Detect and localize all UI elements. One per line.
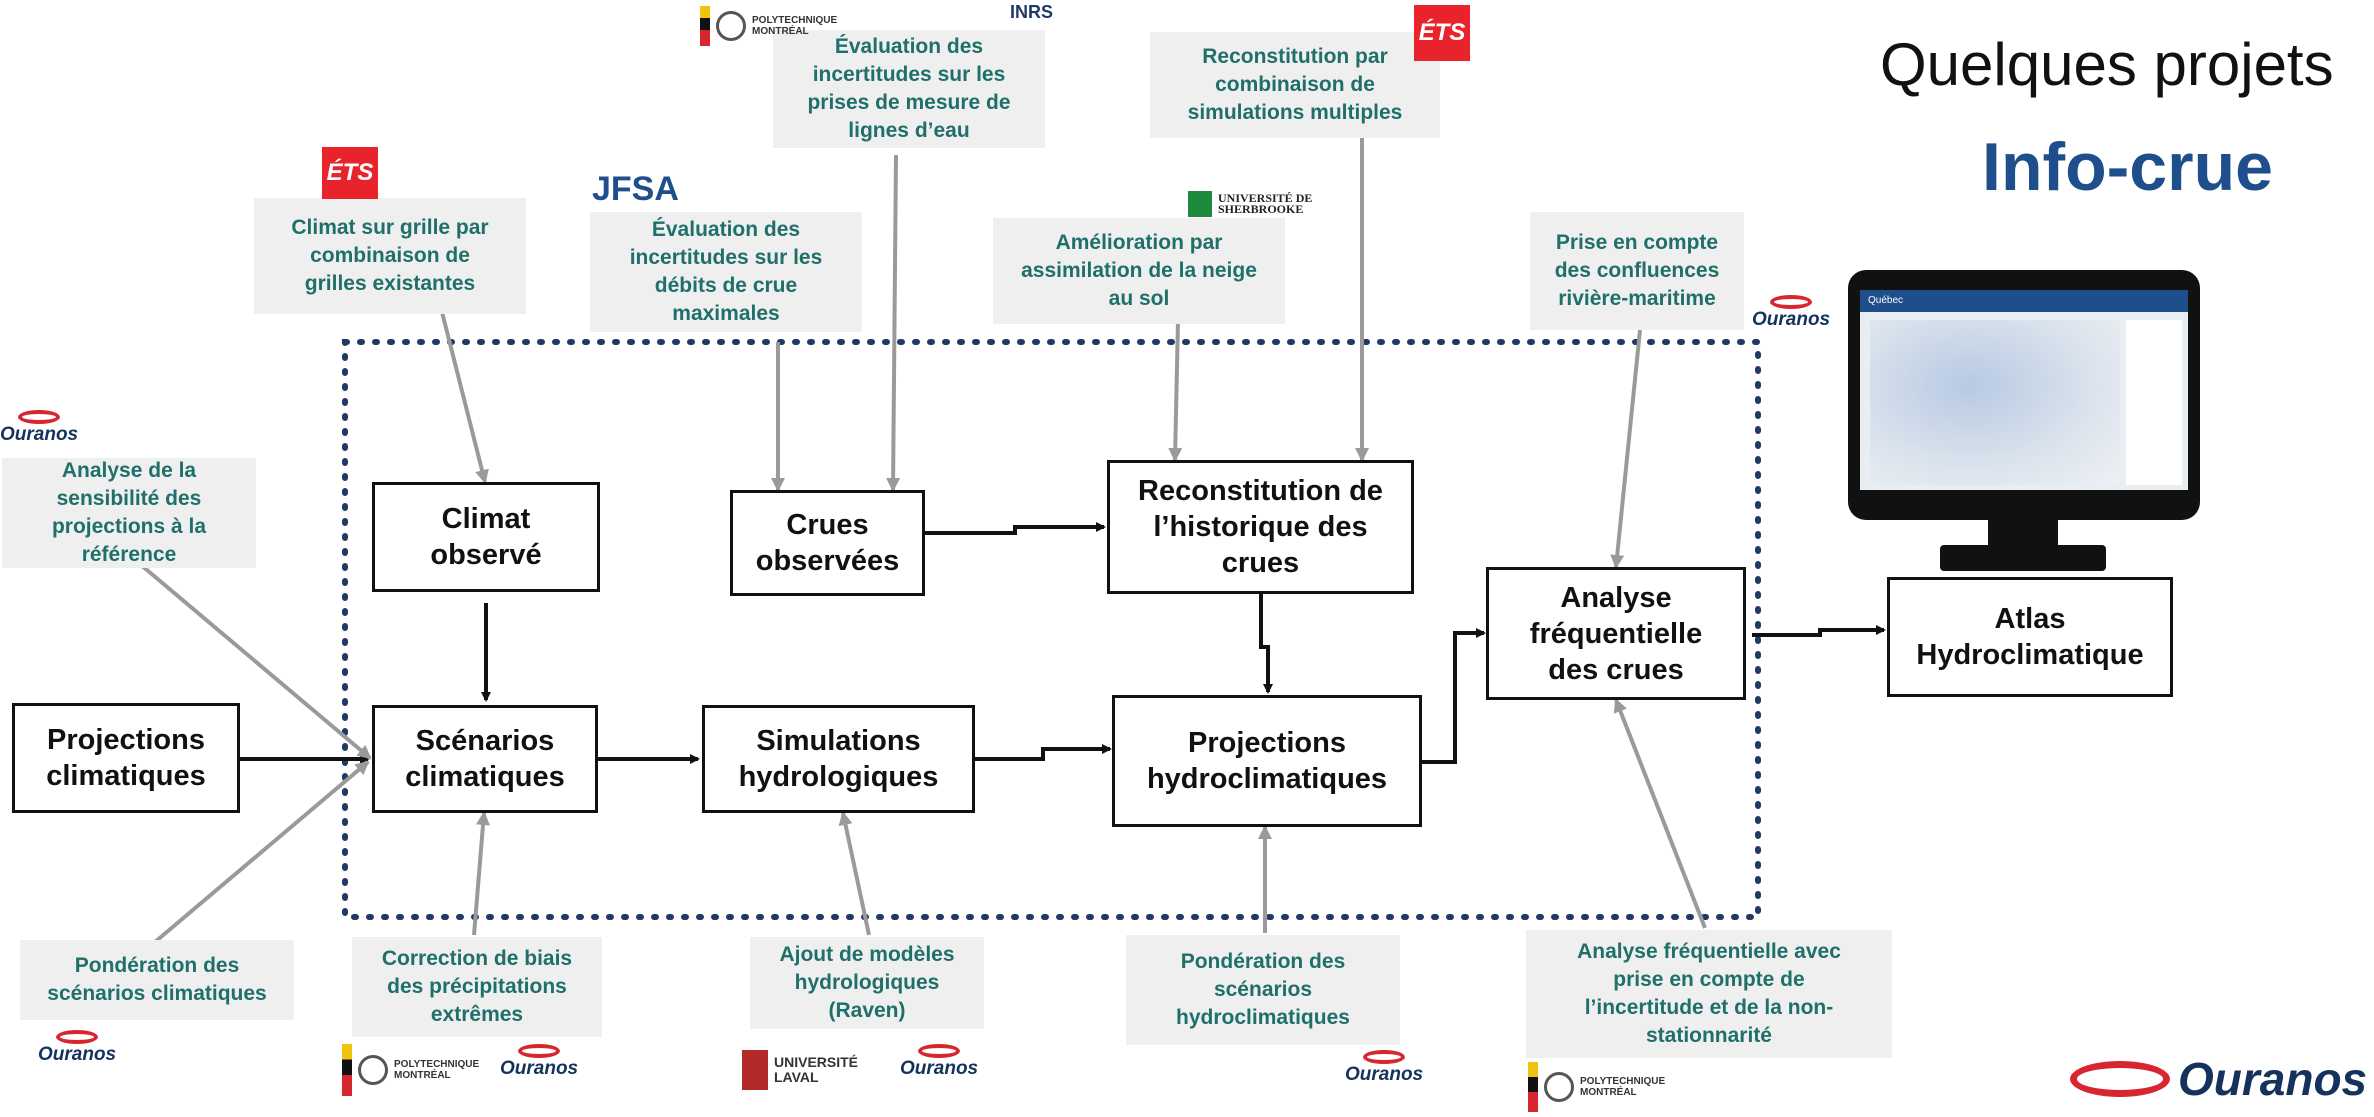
ouranos-logo: Ouranos [1752,295,1830,331]
ouranos-swoosh-icon [518,1044,561,1058]
polytechnique-logo: POLYTECHNIQUE MONTRÉAL [342,1044,479,1096]
polytechnique-seal-icon [358,1055,388,1085]
box-atlas-hydroclimatique: Atlas Hydroclimatique [1887,577,2173,697]
arrow-reconstitution-to-projections [1259,594,1273,694]
box-climat-observe: Climat observé [372,482,600,592]
infocrue-logo: Info-crue [1982,129,2273,205]
gray-arrow-correction-biais [472,811,490,936]
note-eval-debits: Évaluation des incertitudes sur les débi… [590,212,862,332]
box-reconstitution: Reconstitution de l’historique des crues [1107,460,1414,594]
gray-arrow-analyse-non-stationnarite [1613,698,1707,929]
box-projections-climatiques: Projections climatiques [12,703,240,813]
ets-logo: ÉTS [1414,5,1470,61]
ouranos-logo-large: Ouranos [2070,1052,2367,1106]
ouranos-swoosh-icon [18,410,61,424]
box-crues-observees: Crues observées [730,490,925,596]
polytechnique-stripes-icon [700,6,710,46]
gray-arrow-climat-grille [440,311,489,484]
screen-header: Québec [1860,290,2188,312]
screen-map [1870,320,2120,485]
box-scenarios-climatiques: Scénarios climatiques [372,705,598,813]
note-amelioration-neige: Amélioration par assimilation de la neig… [993,218,1285,324]
ouranos-logo: Ouranos [900,1044,978,1080]
arrow-simulations-to-projections [975,744,1112,761]
ouranos-swoosh-icon [2070,1061,2170,1097]
arrow-analyse-to-atlas [1752,625,1886,637]
polytechnique-stripes-icon [342,1044,352,1096]
arrow-crues-to-reconstitution [925,522,1106,535]
sherbrooke-emblem-icon [1188,191,1212,217]
note-climat-grille: Climat sur grille par combinaison de gri… [254,198,526,314]
study-boundary [342,339,1761,920]
polytechnique-logo: POLYTECHNIQUE MONTRÉAL [1528,1062,1665,1112]
note-reconstitution-multi: Reconstitution par combinaison de simula… [1150,32,1440,138]
note-correction-biais: Correction de biais des précipitations e… [352,937,602,1037]
ets-logo: ÉTS [322,147,378,199]
monitor-stand-neck [1988,520,2058,548]
gray-arrow-confluences [1610,329,1642,569]
note-ponderation-climatiques: Pondération des scénarios climatiques [20,940,294,1020]
polytechnique-logo: POLYTECHNIQUE MONTRÉAL [700,6,837,46]
polytechnique-seal-icon [1544,1072,1574,1102]
page-title: Quelques projets [1880,31,2334,98]
note-ajout-modeles: Ajout de modèles hydrologiques (Raven) [750,937,984,1029]
atlas-screen-preview: Québec [1860,290,2188,490]
gray-arrow-sensibilite [126,552,372,760]
ouranos-swoosh-icon [56,1030,99,1044]
gray-arrow-ajout-modeles [838,811,871,936]
box-projections-hydroclimatiques: Projections hydroclimatiques [1112,695,1422,827]
gray-arrow-ponderation-climatiques [153,760,370,944]
gray-arrow-eval-lignes [886,154,901,492]
ouranos-logo: Ouranos [1345,1050,1423,1086]
ouranos-swoosh-icon [1770,295,1813,309]
inrs-logo: INRS [1010,2,1054,22]
ouranos-swoosh-icon [1363,1050,1406,1064]
note-sensibilite: Analyse de la sensibilité des projection… [2,458,256,568]
note-ponderation-hydro: Pondération des scénarios hydroclimatiqu… [1126,935,1400,1045]
note-eval-lignes-eau: Évaluation des incertitudes sur les pris… [773,30,1045,148]
monitor-stand-base [1940,545,2106,571]
polytechnique-seal-icon [716,11,746,41]
laval-logo: UNIVERSITÉ LAVAL [742,1048,858,1092]
ouranos-logo: Ouranos [38,1030,116,1066]
box-analyse-frequentielle: Analyse fréquentielle des crues [1486,567,1746,700]
ouranos-swoosh-icon [918,1044,961,1058]
gray-arrow-amelioration [1168,319,1183,462]
polytechnique-stripes-icon [1528,1062,1538,1112]
note-confluences: Prise en compte des confluences rivière-… [1530,212,1744,330]
laval-crest-icon [742,1050,768,1090]
ouranos-logo: Ouranos [0,410,78,446]
monitor-illustration: Québec [1848,270,2200,520]
note-analyse-non-stationnarite: Analyse fréquentielle avec prise en comp… [1526,930,1892,1058]
box-simulations-hydrologiques: Simulations hydrologiques [702,705,975,813]
jfsa-logo: JFSA [592,170,679,208]
sherbrooke-logo: UNIVERSITÉ DE SHERBROOKE [1188,190,1312,218]
arrow-projections-to-analyse [1422,628,1486,764]
screen-side-panel [2126,320,2182,485]
ouranos-logo: Ouranos [500,1044,578,1080]
